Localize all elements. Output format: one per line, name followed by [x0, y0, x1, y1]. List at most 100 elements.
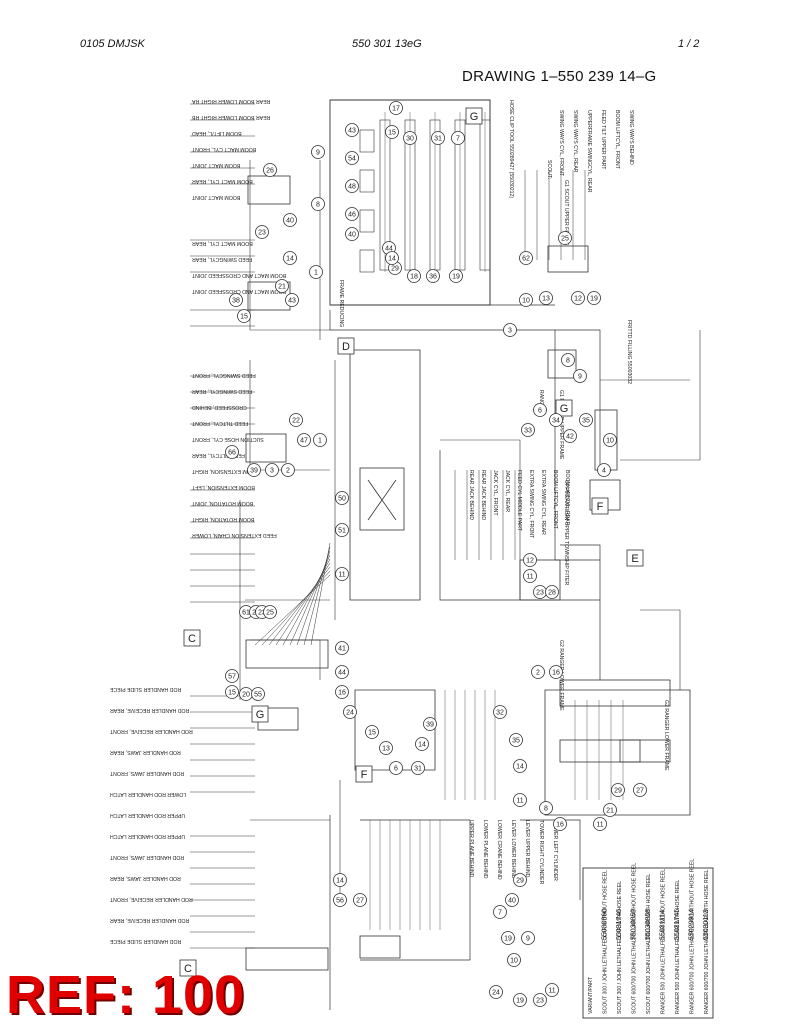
- callout-number: 51: [338, 528, 346, 535]
- callout-number: 39: [250, 468, 258, 475]
- callout-bubble: 10: [507, 953, 521, 967]
- callout-bubble: 40: [283, 213, 297, 227]
- section-letter: F: [597, 501, 604, 513]
- callout-number: 39: [426, 722, 434, 729]
- callout-bubble: 12: [571, 291, 585, 305]
- callout-number: 21: [606, 808, 614, 815]
- callout-bubble: 11: [593, 817, 607, 831]
- callout-number: 34: [552, 418, 560, 425]
- callout-number: 29: [391, 266, 399, 273]
- section-letter-box: F: [355, 765, 373, 783]
- frame-reducing-label: FRAME REDUCING: [338, 280, 344, 327]
- callout-number: 50: [338, 496, 346, 503]
- callout-number: 66: [228, 450, 236, 457]
- callout-number: 21: [278, 284, 286, 291]
- variant-table-variant: RANGER 500 JOHN LETHALFELLAR WITH HOSE R…: [675, 880, 681, 1014]
- left-top-label: BOOM MACT JOINT: [191, 162, 240, 168]
- callout-number: 12: [526, 558, 534, 565]
- left-mid-label: BOOM MACT AND CROSSFEED JOINT: [191, 272, 286, 278]
- ref-stamp: REF: 100: [6, 965, 246, 1025]
- callout-bubble: 51: [335, 523, 349, 537]
- callout-number: 14: [516, 764, 524, 771]
- variant-table-variant: SCOUT 600/700 JOHN LETHALFELLAR WITH HOS…: [646, 874, 652, 1014]
- callout-bubble: 7: [493, 905, 507, 919]
- callout-number: 7: [456, 136, 460, 143]
- callout-bubble: 27: [353, 893, 367, 907]
- callout-number: 6: [538, 408, 542, 415]
- callout-number: 28: [548, 590, 556, 597]
- callout-number: 41: [338, 646, 346, 653]
- callout-number: 16: [556, 822, 564, 829]
- callout-number: 10: [522, 298, 530, 305]
- callout-bubble: 21: [275, 279, 289, 293]
- left-lower-label: FEED TILTCYL, REAR: [192, 452, 245, 458]
- callout-bubble: 31: [431, 131, 445, 145]
- callout-bubble: 40: [505, 893, 519, 907]
- left-bottom-label: ROD HANDLER SLIDE PIECE: [109, 686, 181, 692]
- callout-number: 31: [414, 766, 422, 773]
- left-bottom-label: LOWER ROD HANDLER LATCH: [110, 791, 187, 797]
- callout-number: 35: [512, 738, 520, 745]
- hose-reel-tube: [404, 119, 416, 271]
- section-letter-box: C: [179, 959, 197, 977]
- section-letter: G: [560, 403, 569, 415]
- callout-number: 3: [508, 328, 512, 335]
- variant-table-variant: SCOUT 300 / JOHN LETHALFELLAR WITHOUT HO…: [603, 870, 609, 1014]
- callout-bubble: 33: [521, 423, 535, 437]
- variant-table-part: 55030860: [602, 909, 609, 940]
- callout-bubble: 21: [603, 803, 617, 817]
- callout-number: 8: [544, 806, 548, 813]
- callout-bubble: 47: [297, 433, 311, 447]
- callout-number: 33: [524, 428, 532, 435]
- callout-bubble: 28: [545, 585, 559, 599]
- callout-bubble: 15: [385, 125, 399, 139]
- callout-number: 16: [338, 690, 346, 697]
- section-letter-box: D: [337, 337, 355, 355]
- callout-number: 40: [508, 898, 516, 905]
- right-label: SWING WAYS CYL, FRONT: [558, 110, 564, 177]
- callout-bubble: 19: [587, 291, 601, 305]
- callout-number: 12: [574, 296, 582, 303]
- frame-label: G1 SCOUT UPPER FRAME: [563, 180, 569, 246]
- callout-bubble: 32: [493, 705, 507, 719]
- left-bottom-label: ROD HANDLER SLIDE PIECE: [109, 938, 181, 944]
- callout-number: 8: [316, 202, 320, 209]
- hose-reel-tube: [454, 119, 466, 271]
- section-letter: G: [256, 709, 265, 721]
- callout-bubble: 35: [509, 733, 523, 747]
- left-lower-label: FEED SWINGCYL, REAR: [192, 388, 252, 394]
- callout-bubble: 15: [225, 685, 239, 699]
- left-lower-label: BOOM ROTATION, RIGHT: [191, 516, 254, 522]
- callout-number: 14: [388, 256, 396, 263]
- valve-block-bottom-2: [359, 935, 401, 959]
- right-label: UPPERFRAME SWINGCYL, REAR: [586, 110, 592, 193]
- left-top-label: BOOM MACT CYL, REAR: [192, 178, 253, 184]
- right-label: FEED TILT UPPER PART: [600, 110, 606, 170]
- callout-number: 29: [516, 878, 524, 885]
- left-mid-label: BOOM MACT CYL, REAR: [192, 240, 253, 246]
- section-letter-box: G: [465, 107, 483, 125]
- callout-bubble: 40: [345, 227, 359, 241]
- variant-table-part: 55031746: [616, 909, 623, 940]
- callout-bubble: 4: [597, 463, 611, 477]
- callout-bubble: 2: [281, 463, 295, 477]
- callout-bubble: 2: [531, 665, 545, 679]
- callout-number: 20: [242, 692, 250, 699]
- callout-number: 11: [526, 574, 533, 581]
- left-bottom-label: UPPER ROD HANDLER LATCH: [110, 812, 185, 818]
- left-bottom-label: ROD HANDLER JAWS, FRONT: [109, 854, 184, 860]
- callout-bubble: 35: [579, 413, 593, 427]
- callout-bubble: 54: [345, 151, 359, 165]
- callout-bubble: 15: [365, 725, 379, 739]
- callout-bubble: 16: [335, 685, 349, 699]
- callout-bubble: 14: [333, 873, 347, 887]
- callout-number: 16: [552, 670, 560, 677]
- callout-number: 9: [316, 150, 320, 157]
- filling-label: FRITTD FILLING 55003032: [626, 320, 632, 384]
- center-label: FEED CYL MIDDLE PART: [516, 470, 522, 532]
- callout-bubble: 20: [239, 687, 253, 701]
- callout-number: 32: [496, 710, 504, 717]
- callout-number: 29: [614, 788, 622, 795]
- callout-number: 27: [356, 898, 364, 905]
- left-bottom-label: ROD HANDLER JAWS, FRONT: [109, 770, 184, 776]
